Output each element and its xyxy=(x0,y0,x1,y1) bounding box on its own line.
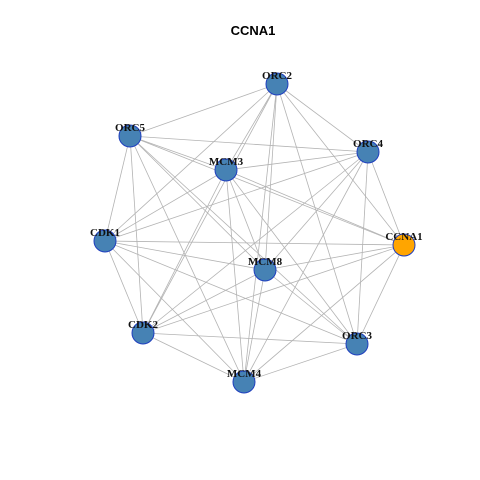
node-label: MCM4 xyxy=(227,368,262,380)
node-label: ORC2 xyxy=(262,70,292,82)
node-circle xyxy=(392,233,416,257)
edge-orc5-mcm3 xyxy=(129,135,227,171)
edge-orc4-mcm3 xyxy=(225,151,369,171)
node-orc3[interactable]: ORC3 xyxy=(342,330,372,356)
edge-mcm8-cdk2 xyxy=(142,269,266,334)
node-circle xyxy=(232,370,256,394)
edge-mcm8-mcm4 xyxy=(243,269,266,383)
node-cdk1[interactable]: CDK1 xyxy=(90,227,120,253)
edge-orc2-orc3 xyxy=(276,83,358,345)
edge-cdk1-mcm4 xyxy=(104,240,245,383)
edge-orc2-cdk2 xyxy=(142,83,278,334)
node-mcm4[interactable]: MCM4 xyxy=(227,368,262,394)
edge-cdk2-mcm4 xyxy=(142,332,245,383)
edge-cdk2-orc3 xyxy=(142,332,358,345)
node-circle xyxy=(131,321,155,345)
edge-layer xyxy=(104,83,405,383)
node-label: CDK1 xyxy=(90,227,120,239)
edge-orc2-mcm3 xyxy=(225,83,278,171)
graph-title: CCNA1 xyxy=(231,23,276,38)
node-orc5[interactable]: ORC5 xyxy=(115,122,145,148)
edge-mcm3-cdk2 xyxy=(142,169,227,334)
node-orc2[interactable]: ORC2 xyxy=(262,70,292,96)
node-label: MCM8 xyxy=(248,256,283,268)
edge-cdk1-ccna1 xyxy=(104,240,405,246)
edge-orc4-cdk2 xyxy=(142,151,369,334)
edge-orc4-mcm8 xyxy=(264,151,369,271)
edge-orc5-mcm4 xyxy=(129,135,245,383)
edge-mcm3-orc3 xyxy=(225,169,358,345)
node-circle xyxy=(253,258,277,282)
edge-cdk1-cdk2 xyxy=(104,240,144,334)
node-ccna1[interactable]: CCNA1 xyxy=(385,231,423,257)
edge-orc4-mcm4 xyxy=(243,151,369,383)
node-label: CDK2 xyxy=(128,319,158,331)
node-circle xyxy=(214,158,238,182)
node-orc4[interactable]: ORC4 xyxy=(353,138,383,164)
edge-orc4-ccna1 xyxy=(367,151,405,246)
node-label: ORC4 xyxy=(353,138,383,150)
edge-orc2-mcm4 xyxy=(243,83,278,383)
edge-mcm3-ccna1 xyxy=(225,169,405,246)
edge-orc5-cdk1 xyxy=(104,135,131,242)
node-label: CCNA1 xyxy=(385,231,422,243)
node-circle xyxy=(265,72,289,96)
edge-orc5-cdk2 xyxy=(129,135,144,334)
edge-ccna1-cdk2 xyxy=(142,244,405,334)
edge-mcm8-orc3 xyxy=(264,269,358,345)
edge-orc3-mcm4 xyxy=(243,343,358,383)
node-label: ORC3 xyxy=(342,330,372,342)
node-circle xyxy=(118,124,142,148)
node-circle xyxy=(93,229,117,253)
edge-orc4-orc3 xyxy=(356,151,369,345)
node-mcm8[interactable]: MCM8 xyxy=(248,256,283,282)
edge-ccna1-mcm8 xyxy=(264,244,405,271)
edge-ccna1-orc3 xyxy=(356,244,405,345)
edge-orc5-orc4 xyxy=(129,135,369,153)
edge-mcm3-cdk1 xyxy=(104,169,227,242)
edge-orc5-orc3 xyxy=(129,135,358,345)
edge-orc2-orc5 xyxy=(129,83,278,137)
node-circle xyxy=(345,332,369,356)
edge-mcm3-mcm4 xyxy=(225,169,245,383)
node-mcm3[interactable]: MCM3 xyxy=(209,156,244,182)
node-circle xyxy=(356,140,380,164)
edge-orc2-cdk1 xyxy=(104,83,278,242)
edge-orc5-ccna1 xyxy=(129,135,405,246)
edge-orc5-mcm8 xyxy=(129,135,266,271)
edge-orc2-ccna1 xyxy=(276,83,405,246)
node-label: ORC5 xyxy=(115,122,145,134)
edge-mcm3-mcm8 xyxy=(225,169,266,271)
edge-orc2-orc4 xyxy=(276,83,369,153)
node-cdk2[interactable]: CDK2 xyxy=(128,319,158,345)
edge-ccna1-mcm4 xyxy=(243,244,405,383)
edge-orc2-mcm8 xyxy=(264,83,278,271)
node-label: MCM3 xyxy=(209,156,244,168)
edge-cdk1-mcm8 xyxy=(104,240,266,271)
edge-cdk1-orc3 xyxy=(104,240,358,345)
